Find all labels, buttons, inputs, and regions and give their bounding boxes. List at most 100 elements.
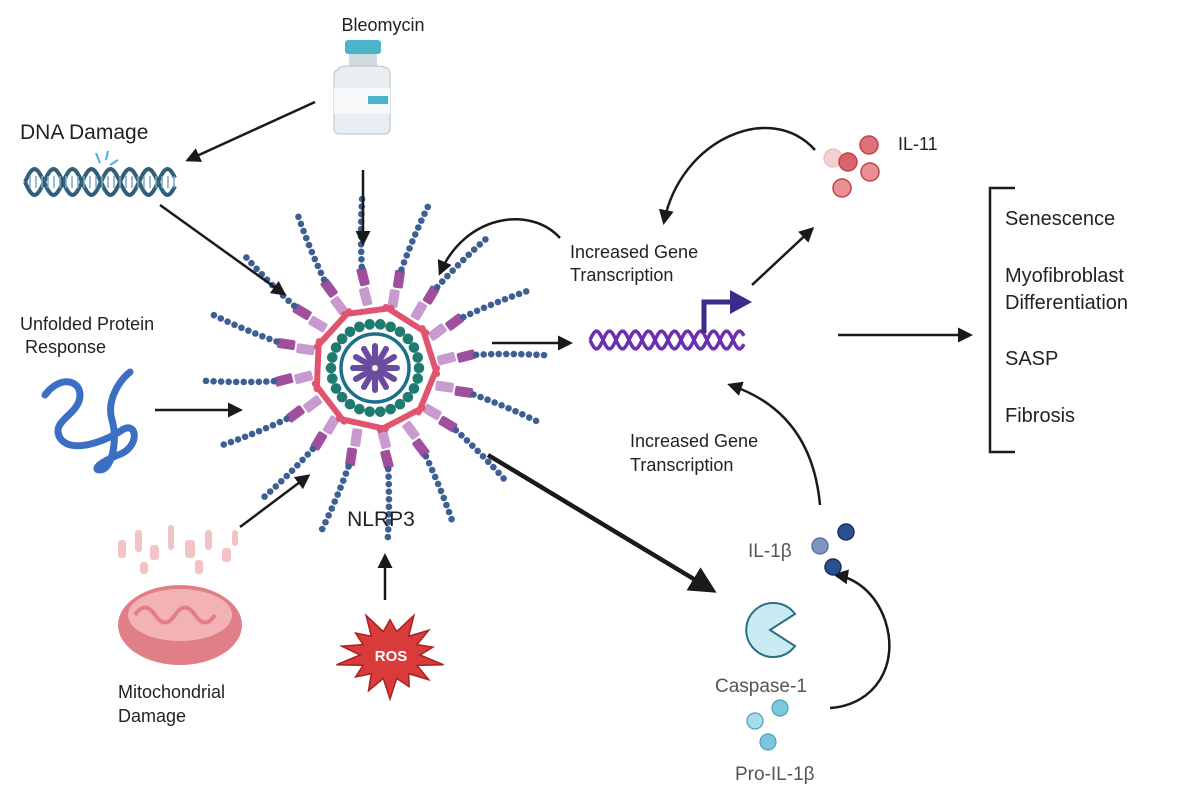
pyd-bead	[490, 463, 497, 471]
nacht-domain	[380, 449, 394, 469]
pyd-bead	[322, 518, 329, 526]
nacht-domain	[359, 287, 373, 307]
il1b-label: IL-1β	[748, 541, 792, 562]
pyd-bead	[495, 469, 502, 477]
pyd-bead	[252, 330, 259, 337]
pyd-bead	[270, 377, 278, 385]
outcome-differentiation: Differentiation	[1005, 292, 1128, 314]
pyd-bead	[482, 236, 489, 243]
pyd-bead	[295, 213, 302, 221]
pyd-bead	[470, 246, 478, 253]
pyd-bead	[345, 463, 352, 470]
asc-bead	[413, 362, 425, 374]
pyd-bead	[331, 498, 339, 505]
pyd-bead	[444, 272, 451, 280]
pyd-bead	[339, 477, 347, 484]
nacht-domain	[276, 338, 296, 351]
nacht-domain	[438, 415, 458, 433]
asc-bead	[375, 319, 386, 330]
pyd-bead	[309, 445, 317, 453]
pyd-bead	[320, 276, 328, 283]
ring-segment	[419, 325, 441, 377]
il11-label: IL-11	[898, 134, 938, 154]
pyd-bead	[454, 262, 462, 269]
pyd-bead	[434, 480, 442, 488]
pyd-bead	[458, 431, 465, 439]
pyd-bead	[241, 433, 249, 441]
pyd-bead	[299, 456, 306, 464]
pyd-bead	[325, 512, 332, 519]
pyd-bead	[285, 297, 292, 305]
pyd-bead	[269, 421, 277, 429]
asc-bead	[326, 352, 338, 363]
pyd-bead	[518, 350, 525, 358]
pyd-bead	[480, 351, 487, 358]
pyd-bead	[261, 493, 268, 500]
pyd-bead	[272, 483, 280, 490]
nacht-domain	[308, 315, 328, 333]
pyd-bead	[290, 302, 298, 310]
caspase1-label: Caspase-1	[715, 676, 807, 697]
nlrp3-label: NLRP3	[347, 508, 415, 531]
asc-bead	[354, 321, 365, 333]
pyd-bead	[463, 437, 471, 444]
nacht-domain	[303, 395, 323, 413]
pyd-bead	[248, 430, 256, 438]
asc-bead	[412, 373, 424, 384]
nacht-domain	[345, 447, 358, 467]
pyd-bead	[460, 313, 467, 321]
nacht-domain	[356, 267, 370, 287]
pyd-bead	[385, 473, 392, 480]
pyd-bead	[247, 378, 255, 386]
pyd-bead	[443, 501, 450, 509]
asc-bead	[385, 321, 396, 333]
pyd-bead	[510, 350, 518, 358]
pyd-bead	[342, 470, 350, 477]
pyd-bead	[385, 488, 393, 496]
il1b-molecules-icon	[811, 523, 855, 576]
outcome-fibrosis: Fibrosis	[1005, 405, 1075, 427]
pyd-bead	[474, 447, 481, 455]
pyd-bead	[232, 378, 240, 386]
pyd-bead	[452, 426, 460, 434]
pyd-bead	[262, 424, 270, 432]
pyd-bead	[314, 262, 322, 270]
damage-spark-icon	[95, 150, 119, 166]
pyd-bead	[297, 220, 305, 228]
pyd-bead	[525, 351, 533, 358]
gene-dna-strand	[588, 329, 746, 351]
nacht-domain	[387, 289, 400, 308]
pyd-bead	[424, 203, 432, 211]
pyd-bead	[210, 377, 217, 385]
nacht-domain	[402, 420, 420, 440]
arrow-nlrp3-to-caspase	[486, 453, 717, 593]
asc-bead	[326, 373, 338, 384]
nacht-domain	[296, 343, 315, 356]
pyd-bead	[266, 335, 273, 343]
pyd-bead	[255, 427, 263, 435]
pyd-bead	[440, 494, 448, 502]
upr-label-line2: Response	[25, 337, 106, 357]
pyd-bead	[294, 462, 301, 469]
pyd-bead	[448, 515, 455, 523]
pyd-bead	[253, 265, 260, 273]
nacht-domain	[445, 313, 465, 331]
dna-damage-label: DNA Damage	[20, 121, 148, 144]
ros-label: ROS	[375, 648, 408, 665]
nacht-domain	[377, 429, 391, 449]
pyd-bead	[494, 298, 502, 306]
pyd-bead	[466, 310, 474, 318]
pyd-bead	[498, 402, 505, 409]
asc-bead	[344, 398, 356, 410]
pyd-bead	[385, 480, 393, 488]
pyd-bead	[449, 267, 456, 274]
arrow-bleomycin-to-dna	[185, 100, 316, 162]
pyd-bead	[487, 301, 495, 309]
pyd-bead	[487, 350, 495, 358]
pyd-bead	[358, 256, 365, 263]
pyd-bead	[259, 332, 266, 340]
pyd-bead	[308, 248, 316, 256]
pyd-bead	[288, 467, 296, 474]
pyd-bead	[484, 458, 492, 466]
pyd-bead	[500, 475, 507, 482]
